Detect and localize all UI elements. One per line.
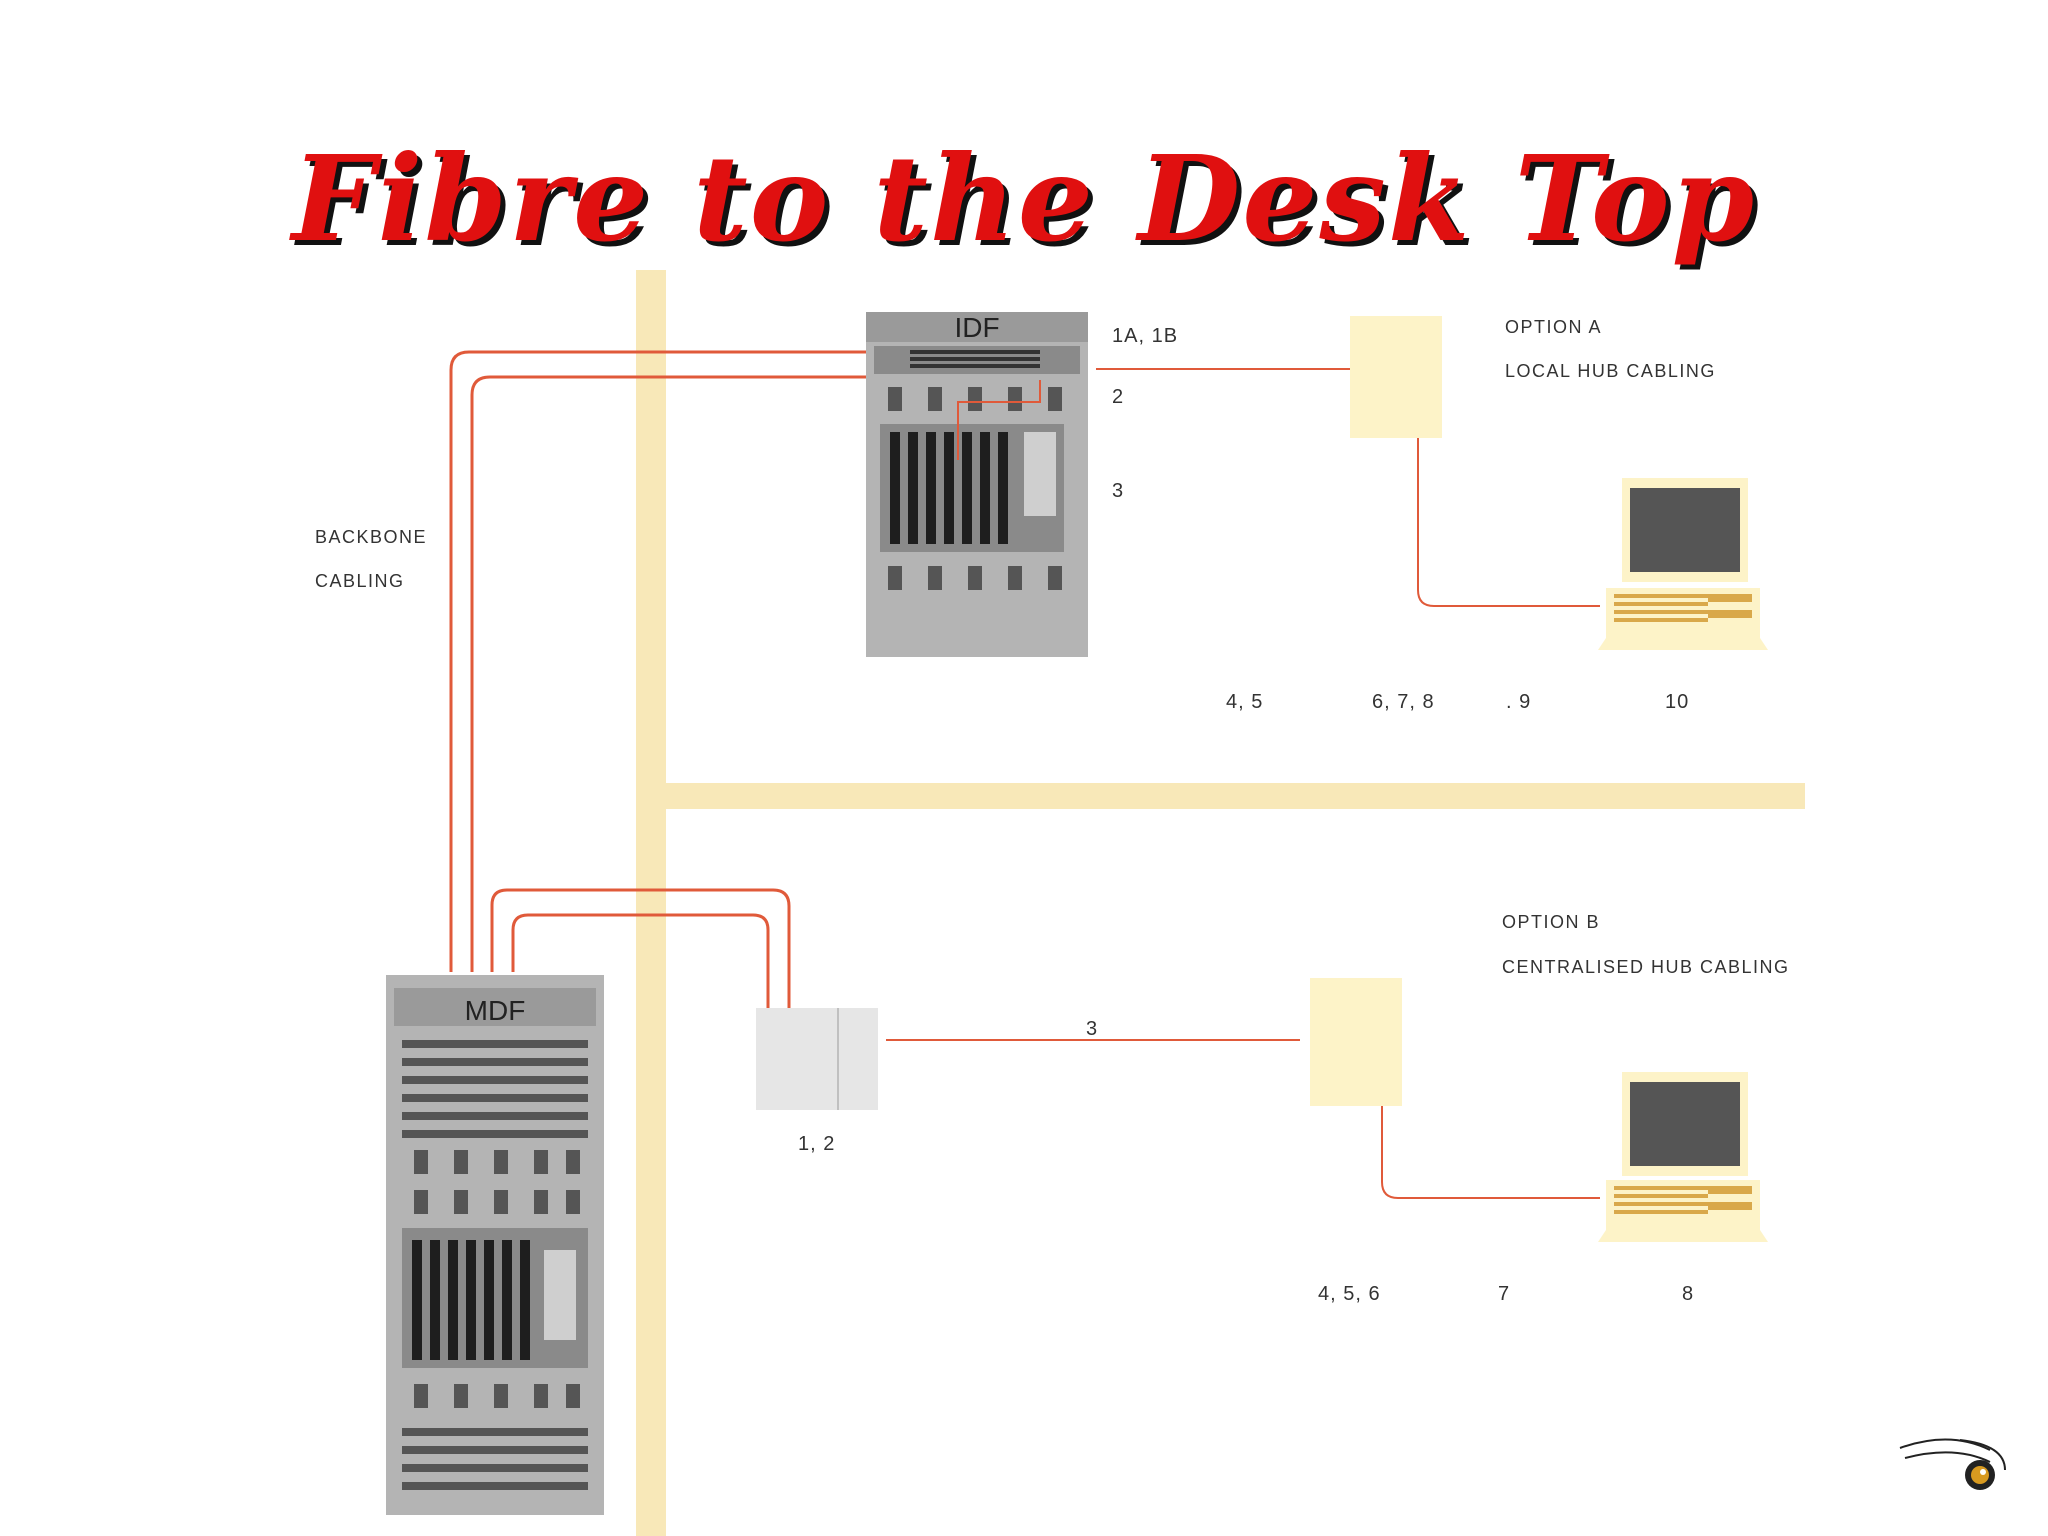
option-b-description: CENTRALISED HUB CABLING bbox=[1502, 957, 1790, 977]
option-b-drop-cable bbox=[1381, 1106, 1600, 1199]
callout-1a-1b: 1A, 1B bbox=[1112, 325, 1178, 347]
callout-a-9: . 9 bbox=[1506, 691, 1531, 713]
bird-logo-icon bbox=[1899, 1438, 2006, 1490]
callout-a-6-7-8: 6, 7, 8 bbox=[1372, 691, 1435, 713]
option-b-label: OPTION B bbox=[1502, 912, 1600, 932]
option-a-drop-cable bbox=[1417, 438, 1600, 607]
callout-b-3: 3 bbox=[1086, 1018, 1098, 1040]
idf-label: IDF bbox=[954, 312, 999, 343]
consolidation-point-box bbox=[756, 1008, 878, 1110]
mdf-label: MDF bbox=[465, 995, 526, 1026]
local-hub-outlet bbox=[1350, 316, 1442, 438]
callout-a-4-5: 4, 5 bbox=[1226, 691, 1263, 713]
callout-b-8: 8 bbox=[1682, 1283, 1694, 1305]
callout-3-idf: 3 bbox=[1112, 480, 1124, 502]
vertical-building-band bbox=[636, 270, 666, 1536]
centralised-outlet bbox=[1310, 978, 1402, 1106]
callout-b-4-5-6: 4, 5, 6 bbox=[1318, 1283, 1381, 1305]
callout-b-7: 7 bbox=[1498, 1283, 1510, 1305]
backbone-label-line1: BACKBONE bbox=[315, 527, 427, 547]
option-a-label: OPTION A bbox=[1505, 317, 1602, 337]
option-a-description: LOCAL HUB CABLING bbox=[1505, 361, 1716, 381]
callout-b-1-2: 1, 2 bbox=[798, 1133, 835, 1155]
callout-2: 2 bbox=[1112, 386, 1124, 408]
callout-a-10: 10 bbox=[1665, 691, 1689, 713]
page-title: Fibre to the Desk Top bbox=[291, 129, 1757, 268]
idf-rack: IDF bbox=[866, 312, 1088, 657]
mdf-rack: MDF bbox=[386, 975, 604, 1515]
horizontal-floor-band bbox=[665, 783, 1805, 809]
backbone-label-line2: CABLING bbox=[315, 571, 405, 591]
backbone-cables bbox=[449, 350, 866, 1008]
option-a-computer bbox=[1598, 478, 1768, 650]
option-b-computer bbox=[1598, 1072, 1768, 1242]
